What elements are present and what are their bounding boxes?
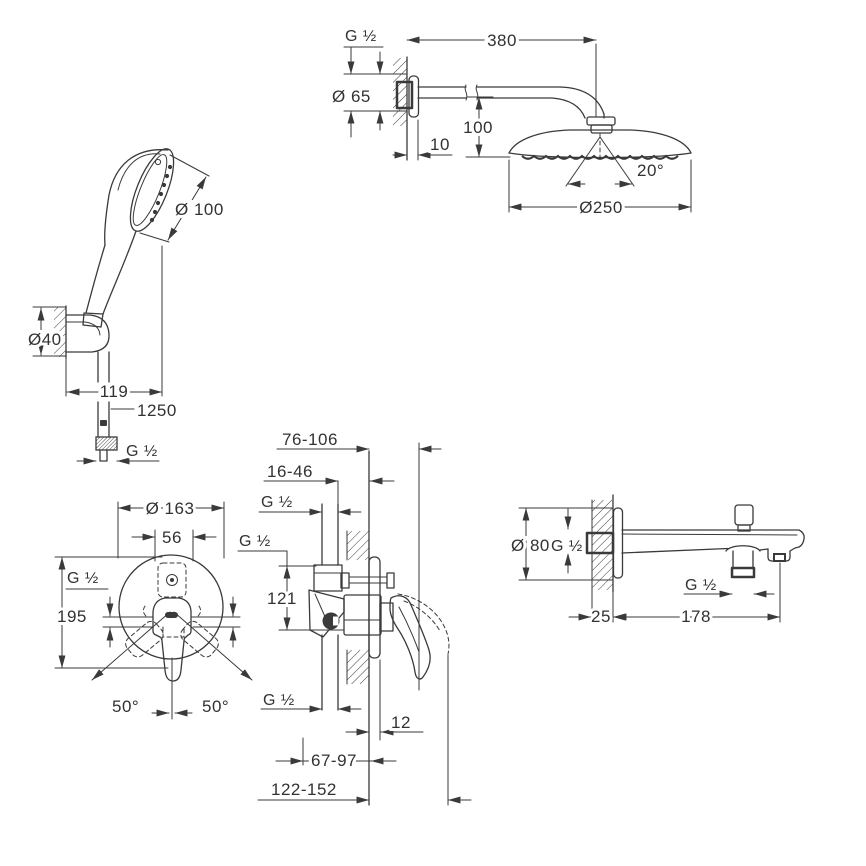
dim-holder-diameter: Ø40 [28, 330, 62, 349]
dim-trim-cartridge: 56 [162, 528, 182, 547]
wall-hatch [592, 500, 613, 590]
spout-figure: Ø 80 G ½ G ½ 25 178 [508, 494, 805, 629]
dim-hose-thread: G ½ [126, 443, 158, 460]
dim-head-shower-wall-offset: 10 [430, 135, 450, 154]
dim-valve-plate-thickness: 12 [391, 713, 411, 732]
dim-head-shower-arm-length: 380 [487, 31, 517, 50]
trim-plate [118, 554, 224, 660]
dim-trim-plate-diameter: Ø 163 [146, 499, 195, 518]
dim-trim-height: 195 [57, 607, 87, 626]
dim-valve-range-max: 76-106 [282, 430, 338, 449]
lever-handle [152, 597, 192, 682]
wall-hatch [347, 650, 369, 684]
trim-figure: Ø 163 56 G ½ 195 50° 50° [54, 496, 253, 720]
dim-spout-wall: 25 [591, 607, 611, 626]
dim-valve-thread-top: G ½ [261, 494, 293, 511]
dim-trim-thread: G ½ [67, 570, 99, 587]
dim-head-shower-thread: G ½ [345, 28, 377, 45]
spray-nozzles [149, 164, 173, 223]
dim-valve-range-min: 16-46 [267, 462, 313, 481]
head-shower-figure: G ½ Ø 65 380 100 10 20° Ø250 [329, 25, 692, 220]
hose-nut [95, 436, 118, 451]
dim-head-shower-angle: 20° [637, 161, 664, 180]
dim-hand-shower-diameter: Ø 100 [175, 200, 224, 219]
wall-hatch [54, 307, 66, 357]
lever-side [389, 595, 431, 680]
dim-valve-thread-left: G ½ [239, 533, 271, 550]
dim-holder-projection: 119 [100, 382, 129, 401]
diverter-knob [734, 504, 754, 526]
dim-spout-length: 178 [681, 607, 711, 626]
dim-valve-depth-min: 67-97 [311, 751, 357, 770]
dim-spout-flange: Ø 80 [511, 536, 550, 555]
valve-figure: 76-106 16-46 G ½ G ½ 121 G ½ 12 67-97 12… [236, 427, 472, 806]
handle-knurl [82, 312, 104, 328]
dim-spout-thread-outlet: G ½ [685, 577, 717, 594]
dim-trim-angle-left: 50° [112, 697, 139, 716]
dim-spout-thread-inlet: G ½ [551, 538, 583, 555]
dim-head-shower-drop: 100 [463, 118, 493, 137]
wall-hatch [393, 58, 407, 126]
dim-hose-length: 1250 [137, 401, 177, 420]
dim-valve-thread-bottom: G ½ [263, 692, 295, 709]
dim-head-shower-flange: Ø 65 [332, 87, 371, 106]
dim-trim-angle-right: 50° [202, 697, 229, 716]
dim-valve-body-height: 121 [267, 589, 297, 608]
hand-shower-figure: Ø 100 Ø40 119 1250 G ½ [25, 148, 226, 465]
dim-head-shower-diameter: Ø250 [579, 198, 623, 217]
wall-hatch [347, 531, 369, 560]
escutcheon-side [368, 556, 381, 659]
dim-valve-depth-max: 122-152 [271, 780, 337, 799]
